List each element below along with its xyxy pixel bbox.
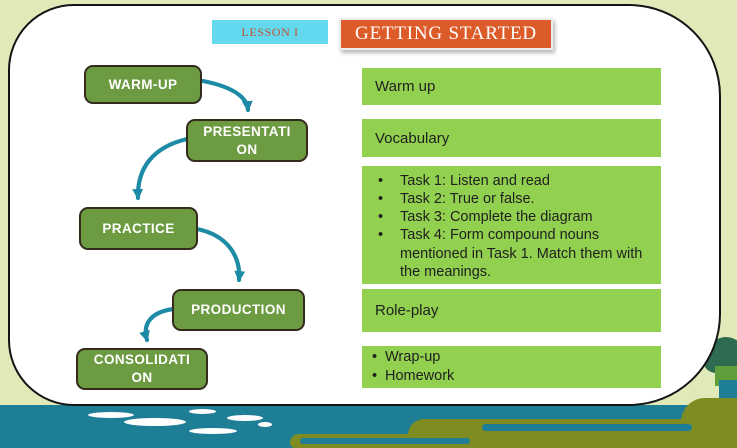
task-text: Task 1: Listen and read	[400, 173, 550, 189]
water-ripple	[227, 415, 263, 421]
detail-bar-tasks: Task 1: Listen and read Task 2: True or …	[362, 166, 661, 284]
stage-warm-up: WARM-UP	[84, 65, 202, 104]
detail-bar-wrap-up: Wrap-up Homework	[362, 346, 661, 388]
task-item: Task 3: Complete the diagram	[375, 208, 653, 226]
water-ripple	[88, 412, 134, 418]
stage-label: PRESENTATI	[203, 123, 291, 139]
stage-consolidation: CONSOLIDATI ON	[76, 348, 208, 390]
page-title: GETTING STARTED	[355, 23, 537, 44]
detail-bar-warm-up: Warm up	[362, 68, 661, 105]
stage-label-line2: ON	[131, 370, 153, 385]
stage-presentation: PRESENTATI ON	[186, 119, 308, 162]
wrap-item: Homework	[372, 367, 454, 386]
detail-text: Vocabulary	[375, 129, 450, 147]
water-streak	[482, 424, 692, 431]
title-chip: GETTING STARTED	[339, 18, 553, 50]
task-item: Task 4: Form compound nouns mentioned in…	[375, 226, 653, 280]
stage-practice: PRACTICE	[79, 207, 198, 250]
bullet-icon	[372, 367, 385, 386]
detail-bar-vocabulary: Vocabulary	[362, 119, 661, 157]
detail-bar-role-play: Role-play	[362, 289, 661, 332]
wrap-text: Wrap-up	[385, 349, 441, 366]
water-streak	[300, 438, 470, 444]
detail-text: Warm up	[375, 78, 436, 95]
task-text: Task 4: Form compound nouns mentioned in…	[400, 227, 643, 280]
task-text: Task 3: Complete the diagram	[400, 209, 593, 226]
task-text: Task 2: True or false.	[400, 191, 535, 208]
bullet-icon	[375, 208, 400, 226]
stage-label: PRACTICE	[102, 220, 175, 236]
wrap-text: Homework	[385, 368, 455, 384]
stage-label: CONSOLIDATI	[93, 352, 191, 368]
bullet-icon	[375, 172, 400, 190]
stage-label-line2: ON	[236, 141, 258, 157]
bullet-icon	[372, 348, 385, 367]
wrap-item: Wrap-up	[372, 348, 440, 367]
land-patch	[681, 398, 737, 448]
land-patch	[290, 434, 737, 448]
bullet-icon	[375, 190, 400, 208]
water-ripple	[189, 428, 237, 434]
bullet-icon	[375, 226, 400, 280]
water-ripple	[124, 418, 186, 426]
task-item: Task 2: True or false.	[375, 190, 653, 208]
stage-production: PRODUCTION	[172, 289, 305, 331]
water-ripple	[189, 409, 216, 414]
stage-label: WARM-UP	[108, 76, 178, 92]
lesson-label: LESSON I	[241, 24, 299, 39]
task-item: Task 1: Listen and read	[375, 172, 653, 190]
water-ripple	[258, 422, 272, 427]
stage-label: PRODUCTION	[191, 302, 286, 318]
detail-text: Role-play	[375, 302, 439, 319]
lesson-chip: LESSON I	[212, 20, 328, 44]
